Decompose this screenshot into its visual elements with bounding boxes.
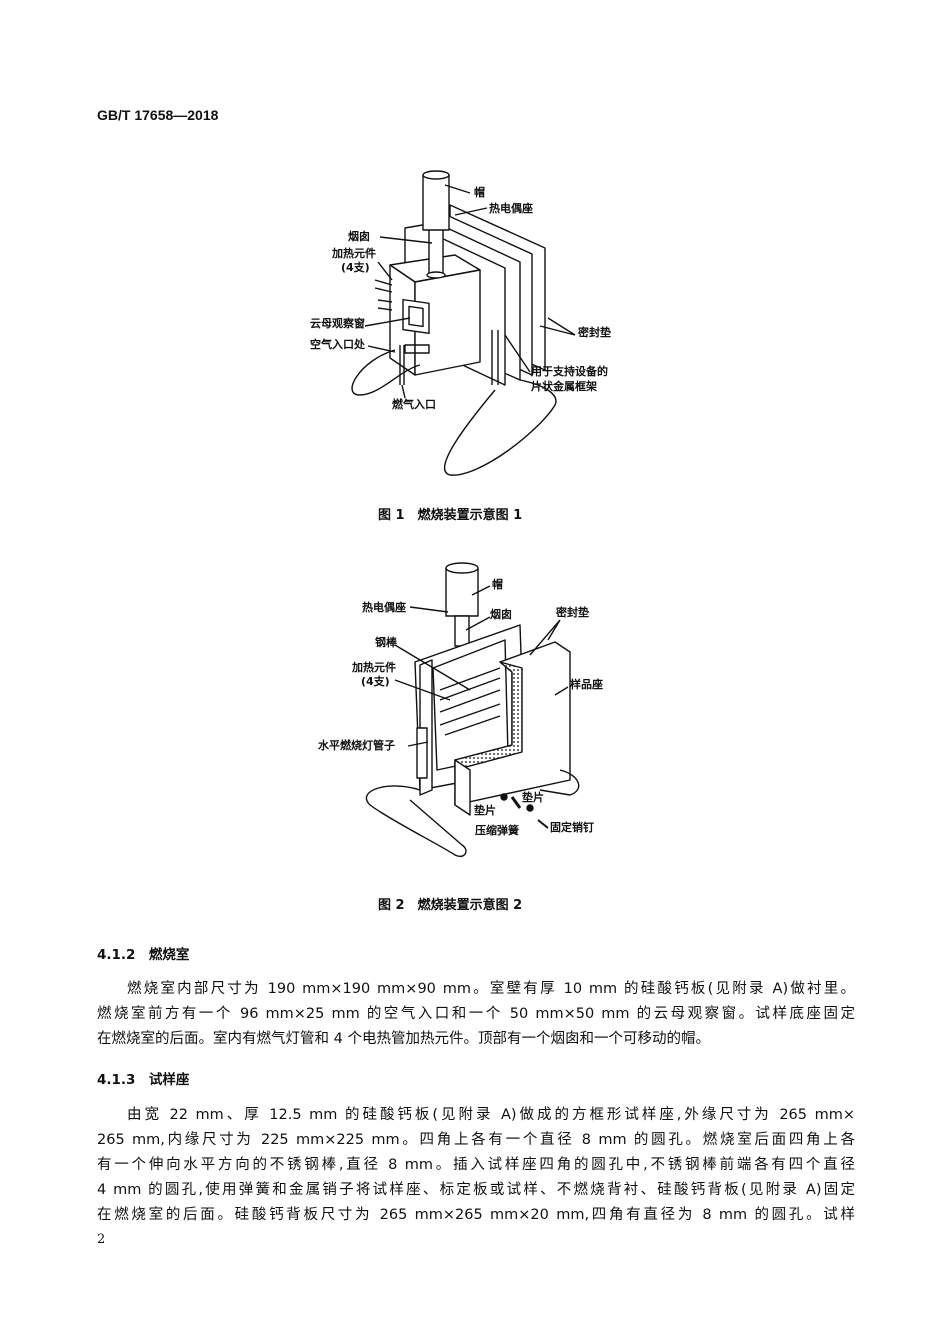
fig2-label-seal: 密封垫 bbox=[556, 606, 589, 619]
fig2-label-cap: 帽 bbox=[492, 578, 503, 591]
fig2-label-heating-count: (4支) bbox=[361, 675, 390, 688]
fig1-label-air-inlet: 空气入口处 bbox=[310, 338, 365, 351]
fig2-label-heating-element: 加热元件 bbox=[352, 661, 396, 674]
fig2-label-pin: 固定销钉 bbox=[550, 821, 594, 834]
paragraph-line: 4 mm 的圆孔,使用弹簧和金属销子将试样座、标定板或试样、不燃烧背衬、硅酸钙背… bbox=[97, 1182, 855, 1198]
fig1-label-thermocouple-seat: 热电偶座 bbox=[489, 202, 533, 215]
standard-code-header: GB/T 17658—2018 bbox=[97, 107, 219, 123]
section-4-1-2-heading: 4.1.2 燃烧室 bbox=[97, 947, 190, 963]
paragraph-line: 有一个伸向水平方向的不锈钢棒,直径 8 mm。插入试样座四角的圆孔中,不锈钢棒前… bbox=[97, 1157, 855, 1173]
paragraph-line: 由宽 22 mm、厚 12.5 mm 的硅酸钙板(见附录 A)做成的方框形试样座… bbox=[127, 1107, 855, 1123]
fig2-label-burner-tube: 水平燃烧灯管子 bbox=[318, 739, 395, 752]
paragraph-line: 燃烧室内部尺寸为 190 mm×190 mm×90 mm。室壁有厚 10 mm … bbox=[127, 981, 855, 997]
figure-2-caption: 图 2 燃烧装置示意图 2 bbox=[378, 898, 523, 913]
fig2-label-chimney: 烟囱 bbox=[490, 608, 512, 621]
fig2-label-spring: 压缩弹簧 bbox=[475, 824, 519, 837]
fig1-label-gas-inlet: 燃气入口 bbox=[392, 398, 436, 411]
fig1-label-heating-element: 加热元件 bbox=[332, 247, 376, 260]
fig1-label-frame-1: 用于支持设备的 bbox=[531, 365, 608, 378]
fig1-label-heating-count: (4支) bbox=[341, 261, 370, 274]
figure-1-caption: 图 1 燃烧装置示意图 1 bbox=[378, 508, 523, 523]
paragraph-line: 燃烧室前方有一个 96 mm×25 mm 的空气入口和一个 50 mm×50 m… bbox=[97, 1006, 855, 1022]
fig2-label-sample-holder: 样品座 bbox=[570, 678, 603, 691]
paragraph-line: 在燃烧室的后面。硅酸钙背板尺寸为 265 mm×265 mm×20 mm,四角有… bbox=[97, 1207, 855, 1223]
paragraph-line: 265 mm,内缘尺寸为 225 mm×225 mm。四角上各有一个直径 8 m… bbox=[97, 1132, 855, 1148]
fig1-label-cap: 帽 bbox=[474, 186, 485, 199]
paragraph-line: 在燃烧室的后面。室内有燃气灯管和 4 个电热管加热元件。顶部有一个烟囱和一个可移… bbox=[97, 1031, 710, 1047]
figure-1-drawing bbox=[351, 170, 576, 476]
fig2-label-washer-right: 垫片 bbox=[522, 791, 544, 804]
figure-2-drawing bbox=[365, 562, 580, 857]
fig2-label-washer-left: 垫片 bbox=[474, 804, 496, 817]
page-number: 2 bbox=[97, 1232, 106, 1247]
fig1-label-mica-window: 云母观察窗 bbox=[310, 317, 365, 330]
fig1-label-chimney: 烟囱 bbox=[348, 230, 370, 243]
fig2-label-thermocouple-seat: 热电偶座 bbox=[362, 601, 406, 614]
fig1-label-frame-2: 片状金属框架 bbox=[531, 380, 597, 393]
fig2-label-steel-rod: 钢棒 bbox=[375, 636, 397, 649]
section-4-1-3-heading: 4.1.3 试样座 bbox=[97, 1072, 190, 1088]
fig1-label-seal: 密封垫 bbox=[578, 326, 611, 339]
